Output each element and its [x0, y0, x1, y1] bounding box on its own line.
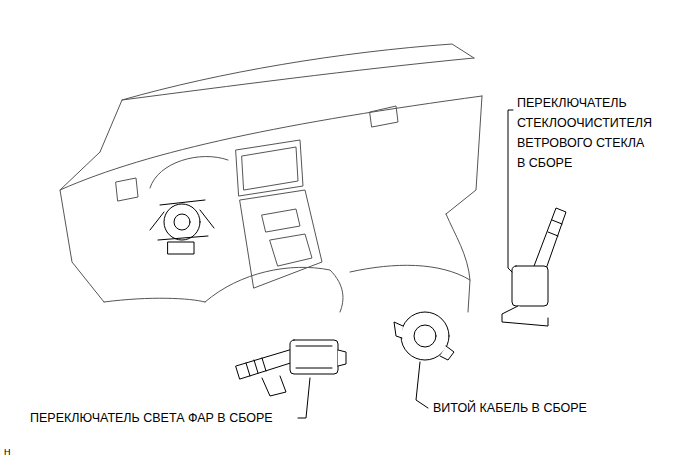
cable-housing — [401, 312, 449, 360]
center-console — [240, 190, 322, 288]
leader-headlight — [298, 378, 310, 418]
label-holder: ПЕРЕКЛЮЧАТЕЛЬ СВЕТА ФАР В СБОРЕ — [30, 408, 273, 428]
lever-rings — [548, 220, 562, 236]
label-holder: ПЕРЕКЛЮЧАТЕЛЬ СТЕКЛООЧИСТИТЕЛЯ ВЕТРОВОГО… — [517, 93, 652, 173]
gauge-hood — [150, 156, 228, 188]
left-vent — [116, 178, 138, 201]
lever-rings — [246, 358, 266, 376]
door-right — [446, 214, 470, 280]
body-detail — [296, 346, 346, 368]
dash-top — [100, 44, 474, 152]
column-cover — [168, 242, 194, 254]
connector-tab — [262, 376, 286, 396]
wire-connector — [502, 306, 548, 326]
dash-front — [60, 96, 482, 190]
column-clutter — [150, 200, 214, 240]
dash-right-side — [446, 96, 482, 214]
column-hub — [174, 214, 190, 230]
cable-tabs — [394, 322, 454, 360]
seat-right — [350, 265, 470, 312]
switch-body — [290, 340, 338, 374]
dash-left-side — [60, 152, 104, 302]
shift-area — [270, 234, 312, 266]
part-name: ВИТОЙ КАБЕЛЬ В СБОРЕ — [433, 398, 587, 418]
leader-lines — [298, 110, 513, 418]
seat-left — [205, 267, 343, 312]
label-holder: H — [4, 442, 11, 462]
dashboard-drawing — [60, 44, 482, 312]
spiral-cable — [394, 312, 454, 360]
figure-code: H — [4, 442, 11, 462]
right-vent — [370, 106, 398, 127]
leader-wiper — [508, 110, 513, 272]
center-display-inner — [242, 147, 298, 190]
console-panel — [262, 209, 300, 232]
headlight-switch — [236, 340, 346, 396]
cable-center — [414, 325, 436, 347]
wiper-switch — [502, 208, 566, 326]
label-holder: ВИТОЙ КАБЕЛЬ В СБОРЕ — [433, 398, 587, 418]
part-name: ПЕРЕКЛЮЧАТЕЛЬ СТЕКЛООЧИСТИТЕЛЯ ВЕТРОВОГО… — [517, 93, 652, 173]
steering-column-parts — [150, 200, 214, 254]
floor-left — [104, 298, 205, 302]
switch-body — [512, 266, 548, 306]
column-ring — [164, 204, 200, 240]
part-name: ПЕРЕКЛЮЧАТЕЛЬ СВЕТА ФАР В СБОРЕ — [30, 408, 273, 428]
leader-spiral — [416, 362, 428, 408]
windshield-base — [122, 58, 474, 100]
center-display — [236, 140, 303, 196]
